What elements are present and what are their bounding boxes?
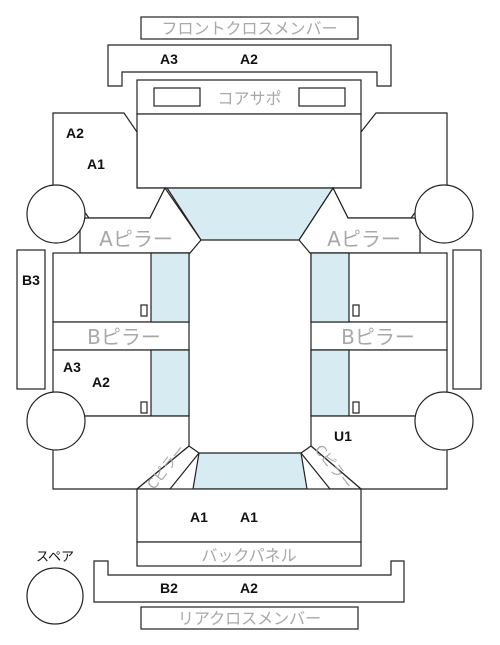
front-cross-member-label: フロントクロスメンバー <box>161 19 337 38</box>
front-left-fender-damage-1: A2 <box>66 125 84 141</box>
left-sill-damage: B3 <box>22 272 40 288</box>
front-cross-member-box <box>140 16 359 40</box>
rear-window <box>192 452 308 490</box>
spare-label: スペア <box>36 550 74 565</box>
a-pillar-left-label: Aピラー <box>99 227 173 251</box>
b-pillar-left-label: Bピラー <box>87 325 161 349</box>
rear-member-damage-left: B2 <box>160 580 178 596</box>
front-left-door-handle <box>140 304 148 317</box>
spare-tire <box>26 567 84 625</box>
trunk-damage-right: A1 <box>240 509 258 525</box>
rear-right-quarter-damage: U1 <box>334 428 352 444</box>
rear-left-window <box>150 349 190 417</box>
rear-member-damage-right: A2 <box>240 580 258 596</box>
front-member-damage-right: A2 <box>240 51 258 67</box>
front-left-window <box>150 252 190 323</box>
windshield <box>165 187 335 241</box>
b-pillar-right <box>310 321 448 351</box>
headlight-right <box>298 87 346 107</box>
back-panel-box <box>136 541 362 567</box>
rear-right-window <box>310 349 350 417</box>
front-right-window <box>310 252 350 323</box>
b-pillar-right-label: Bピラー <box>341 325 415 349</box>
rear-member-frame <box>93 560 405 603</box>
rear-left-tire <box>26 391 86 451</box>
front-right-door-handle <box>352 304 360 317</box>
trunk-lid <box>136 488 362 543</box>
rear-left-door-damage-1: A3 <box>63 359 81 375</box>
headlight-left <box>153 87 201 107</box>
rear-right-door-handle <box>352 401 360 414</box>
trunk-damage-left: A1 <box>190 509 208 525</box>
back-panel-label: バックパネル <box>201 546 296 565</box>
rear-right-tire <box>414 391 474 451</box>
right-sill <box>452 249 482 390</box>
front-right-tire <box>414 184 474 244</box>
left-sill <box>16 249 46 390</box>
bonnet <box>136 113 362 189</box>
rear-cross-member-label: リアクロスメンバー <box>178 609 321 628</box>
front-member-damage-left: A3 <box>160 51 178 67</box>
a-pillar-right-label: Aピラー <box>327 227 401 251</box>
rear-left-door-damage-2: A2 <box>92 374 110 390</box>
rear-left-door-handle <box>140 401 148 414</box>
front-left-tire <box>26 184 86 244</box>
front-left-fender-damage-2: A1 <box>87 156 105 172</box>
front-member-frame <box>107 44 392 87</box>
rear-cross-member-box <box>140 606 359 630</box>
core-support-label: コアサポ <box>217 89 281 108</box>
